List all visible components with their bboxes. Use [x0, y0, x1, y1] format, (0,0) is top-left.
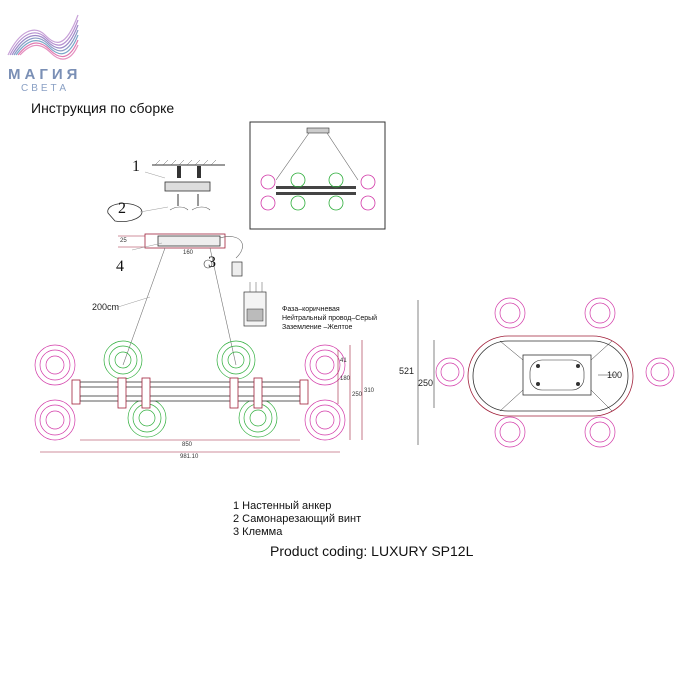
page-title: Инструкция по сборке: [31, 100, 175, 116]
callout-4: 4: [116, 258, 124, 275]
dim-top-inner: 250: [418, 378, 434, 388]
logo-subtitle: СВЕТА: [21, 83, 70, 94]
parts-legend: 1 Настенный анкер 2 Самонарезающий винт …: [233, 500, 361, 539]
product-coding: Product coding: LUXURY SP12L: [270, 543, 474, 559]
legend-item: 3 Клемма: [233, 526, 283, 538]
dim-height-b: 250: [352, 392, 363, 398]
legend-item: 2 Самонарезающий винт: [233, 513, 362, 525]
wire-phase-label: Фаза–коричневая: [282, 306, 340, 313]
dim-top-plate: 100: [607, 370, 623, 380]
dim-height-d: 41: [340, 358, 347, 364]
callout-2: 2: [118, 200, 126, 217]
dim-canopy-width: 160: [183, 250, 194, 256]
wire-ground-label: Заземление –Желтое: [282, 324, 353, 331]
dim-height-a: 310: [364, 388, 375, 394]
dim-height-c: 180: [340, 376, 351, 382]
logo-name: МАГИЯ: [8, 66, 82, 83]
wire-neutral-label: Нейтральный провод–Серый: [282, 315, 378, 322]
cable-length-label: 200cm: [92, 302, 120, 312]
legend-item: 1 Настенный анкер: [233, 500, 332, 512]
side-view-drawing: [34, 159, 363, 453]
callout-1: 1: [132, 158, 140, 175]
callout-3: 3: [208, 254, 216, 271]
top-view-drawing: [417, 297, 675, 448]
logo-wave-icon: [7, 14, 79, 60]
dim-overall-length: 981.10: [180, 454, 199, 460]
dim-rail-length: 850: [182, 442, 193, 448]
dim-top-outer: 521: [399, 366, 415, 376]
dim-canopy-height: 25: [120, 238, 127, 244]
inset-perspective-view: [249, 121, 386, 230]
